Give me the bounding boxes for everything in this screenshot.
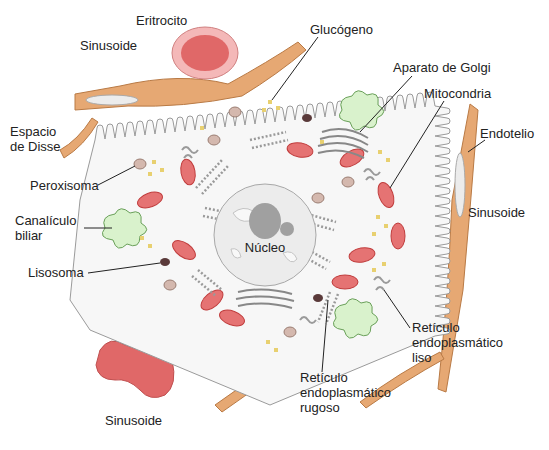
peroxisome-group <box>134 107 354 337</box>
nucleolus <box>280 222 294 236</box>
nuclear-envelope <box>214 184 316 286</box>
part-label: Sinusoide <box>80 38 137 53</box>
leader-line <box>88 263 160 273</box>
leader-line <box>360 76 412 132</box>
nucleus-label: Núcleo <box>213 240 317 255</box>
bile-canaliculus <box>333 299 377 338</box>
part-label: Glucógeno <box>310 22 373 37</box>
smooth-er-group <box>182 147 390 323</box>
part-label: Canalículo biliar <box>15 213 87 243</box>
endothelial-nucleus <box>86 95 138 105</box>
leader-line <box>272 37 318 100</box>
part-label: Aparato de Golgi <box>393 60 491 75</box>
rough-er-group <box>192 132 338 324</box>
part-label: Retículo endoplasmático liso <box>412 320 520 365</box>
part-label: Peroxisoma <box>30 178 99 193</box>
leader-line <box>384 290 410 328</box>
part-label: Retículo endoplasmático rugoso <box>300 370 408 415</box>
mitochondria-group <box>135 141 405 329</box>
erythrocyte-center <box>181 35 229 71</box>
part-label: Sinusoide <box>105 413 162 428</box>
glycogen-group <box>140 100 390 352</box>
bile-canaliculus <box>339 91 383 130</box>
part-label: Espacio de Disse <box>10 124 70 154</box>
cell-nucleus: Núcleo <box>213 183 317 287</box>
leader-line <box>84 228 112 229</box>
leader-line <box>322 300 328 372</box>
nucleus-shape <box>213 183 317 287</box>
leader-line <box>390 101 444 188</box>
erythrocyte <box>172 27 238 79</box>
hepatocyte-membrane <box>70 92 450 405</box>
endothelial-nucleus <box>455 153 465 217</box>
nucleolus <box>249 203 281 239</box>
part-label: Mitocondria <box>424 86 491 101</box>
leader-line <box>468 140 485 152</box>
part-label: Eritrocito <box>136 13 187 28</box>
part-label: Lisosoma <box>28 265 84 280</box>
part-label: Endotelio <box>480 126 534 141</box>
part-label: Sinusoide <box>468 205 525 220</box>
lysosome-group <box>160 114 323 302</box>
leader-line <box>98 166 135 185</box>
